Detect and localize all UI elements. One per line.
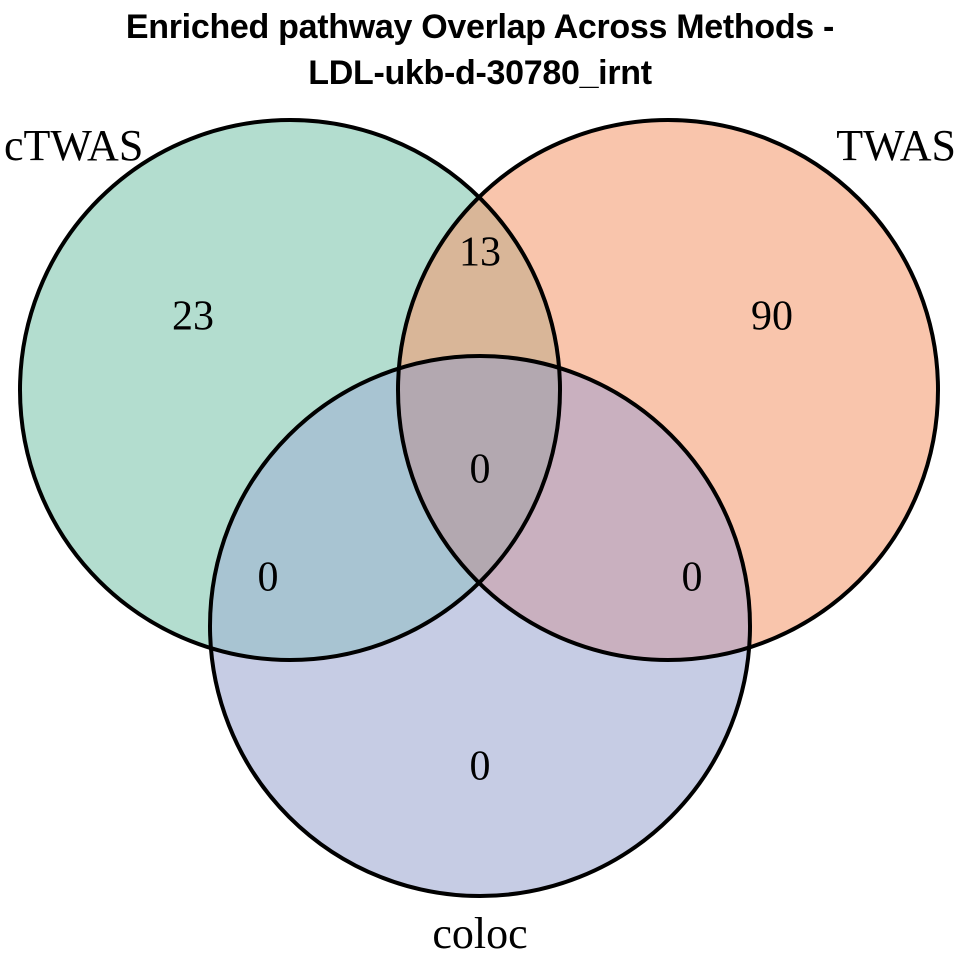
circle-outline-coloc bbox=[208, 354, 752, 898]
circle-outline-twas bbox=[396, 118, 940, 662]
count-coloc-only: 0 bbox=[470, 744, 491, 790]
title-line-1: Enriched pathway Overlap Across Methods … bbox=[125, 8, 835, 46]
count-twas-coloc: 0 bbox=[682, 555, 703, 601]
count-ctwas-only: 23 bbox=[172, 294, 214, 340]
title-line-2: LDL-ukb-d-30780_irnt bbox=[308, 54, 652, 92]
set-label-twas: TWAS bbox=[836, 121, 956, 170]
circle-outline-ctwas bbox=[18, 118, 562, 662]
page-title: Enriched pathway Overlap Across Methods … bbox=[0, 0, 960, 96]
set-label-coloc: coloc bbox=[432, 909, 527, 958]
count-twas-only: 90 bbox=[751, 294, 793, 340]
count-all-three: 0 bbox=[470, 447, 491, 493]
count-ctwas-twas: 13 bbox=[459, 230, 501, 276]
set-label-ctwas: cTWAS bbox=[4, 121, 143, 170]
count-ctwas-coloc: 0 bbox=[258, 555, 279, 601]
